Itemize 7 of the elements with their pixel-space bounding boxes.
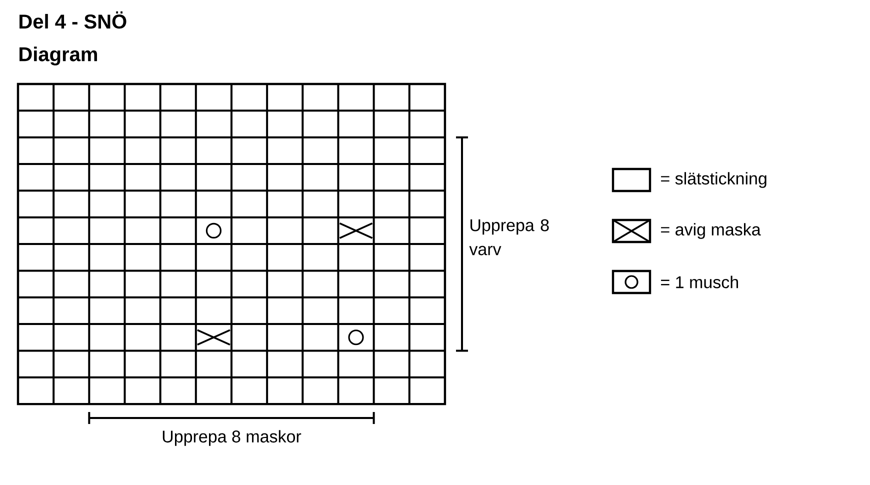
title: Del 4 - SNÖ	[20, 11, 126, 29]
subtitle: Diagram	[20, 46, 97, 66]
legend-text: = avig maska	[661, 223, 761, 239]
legend-text: = 1 musch	[661, 276, 738, 288]
repeat-label: Upprepa 8 maskor	[162, 430, 302, 446]
repeat-label: Upprepa 8 varv	[469, 219, 549, 256]
legend-text: = slätstickning	[661, 172, 766, 188]
